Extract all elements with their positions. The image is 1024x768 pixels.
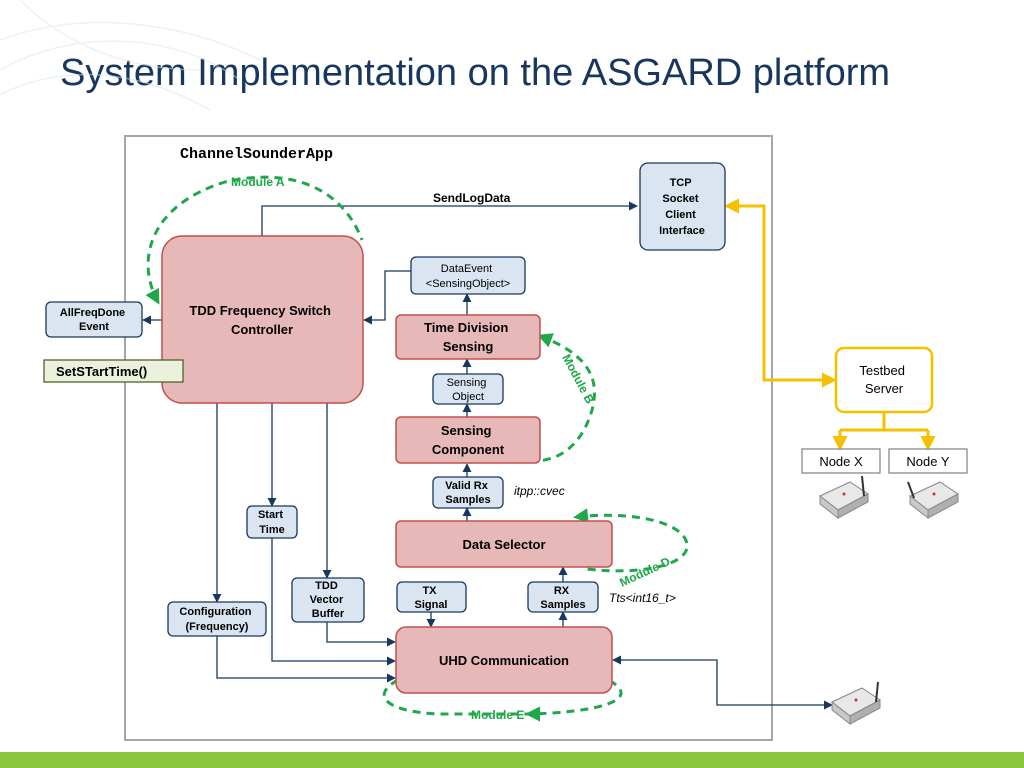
data-selector-block: Data Selector	[395, 520, 613, 568]
configuration-box: Configuration (Frequency)	[167, 601, 267, 637]
radio-node-y-icon	[907, 481, 959, 520]
tcp-line2: Socket	[662, 193, 698, 205]
connectors	[142, 201, 833, 710]
tcp-line3: Client	[665, 209, 696, 221]
configuration-line2: (Frequency)	[186, 621, 249, 633]
svg-text:Configuration (Frequen: Configuration (Frequency)	[179, 606, 254, 633]
data-event-line1: DataEvent	[441, 263, 492, 275]
app-label: ChannelSounderApp	[180, 146, 333, 163]
sc-line2: Component	[432, 442, 505, 457]
allfreqdone-event-box: AllFreqDone Event	[45, 301, 143, 338]
node-x-label: Node X	[819, 454, 863, 469]
start-time-line1: Start	[258, 509, 283, 521]
uhd-communication-label: UHD Communication	[439, 653, 569, 668]
node-x-box: Node X	[801, 448, 881, 474]
tdd-controller-line2: Controller	[231, 322, 293, 337]
tx-signal-box: TX Signal	[396, 581, 467, 613]
data-event-line2: <SensingObject>	[426, 278, 510, 290]
rx-samples-box: RX Samples	[527, 581, 599, 613]
svg-text:DataEvent <SensingObje: DataEvent <SensingObject>	[426, 263, 510, 290]
testbed-links	[724, 198, 936, 451]
setstarttime-label: SetSTartTime()	[56, 364, 147, 379]
configuration-line1: Configuration	[179, 606, 251, 618]
tx-signal-line1: TX	[422, 585, 437, 597]
allfreqdone-line2: Event	[79, 321, 109, 333]
svg-text:TX Signal: TX Signal	[414, 585, 447, 611]
node-y-label: Node Y	[906, 454, 949, 469]
module-loops	[145, 175, 689, 722]
time-division-sensing-block: Time Division Sensing	[395, 314, 541, 360]
decorative-swirl	[0, 0, 261, 111]
svg-text:Sensing Object: Sensing Object	[447, 377, 490, 403]
svg-text:AllFreqDone Event: AllFreqDone Event	[60, 307, 128, 333]
testbed-line1: Testbed	[859, 363, 905, 378]
itpp-cvec-label: itpp::cvec	[514, 484, 565, 498]
tds-line2: Sensing	[443, 339, 494, 354]
tds-line1: Time Division	[424, 320, 508, 335]
start-time-box: Start Time	[246, 505, 298, 539]
tts-int16-label: Tts<int16_t>	[609, 591, 676, 605]
svg-text:Start Time: Start Time	[258, 509, 286, 536]
tx-signal-line2: Signal	[414, 599, 447, 611]
valid-rx-samples-box: Valid Rx Samples	[432, 476, 504, 509]
radio-node-x-icon	[819, 475, 869, 520]
testbed-server-box: Testbed Server	[834, 346, 934, 414]
start-time-line2: Time	[259, 524, 284, 536]
svg-text:TCP Socket Cli: TCP Socket Client Interface	[659, 177, 705, 237]
svg-text:Valid Rx Samples: Valid Rx Samples	[445, 480, 491, 506]
module-b-loop	[535, 333, 596, 463]
tdd-controller-line1: TDD Frequency Switch	[189, 303, 331, 318]
valid-rx-line2: Samples	[445, 494, 490, 506]
tcp-interface-box: TCP Socket Client Interface	[639, 162, 726, 251]
allfreqdone-line1: AllFreqDone	[60, 307, 125, 319]
sensing-object-box: Sensing Object	[432, 373, 504, 405]
svg-text:Testbed Server: Testbed Server	[859, 363, 908, 396]
tdd-vector-buffer-box: TDD Vector Buffer	[291, 577, 365, 623]
valid-rx-line1: Valid Rx	[445, 480, 489, 492]
tdd-controller-block: TDD Frequency Switch Controller	[161, 235, 364, 404]
rx-samples-line1: RX	[554, 585, 570, 597]
svg-text:Time Division Sensing: Time Division Sensing	[424, 320, 512, 354]
testbed-line2: Server	[865, 381, 904, 396]
data-selector-label: Data Selector	[462, 537, 545, 552]
setstarttime-box: SetSTartTime()	[43, 359, 184, 383]
svg-text:RX Samples: RX Samples	[540, 585, 585, 611]
uhd-communication-block: UHD Communication	[395, 626, 613, 694]
sensing-component-block: Sensing Component	[395, 416, 541, 464]
svg-text:Sensing Component: Sensing Component	[432, 423, 505, 457]
send-log-data-label: SendLogData	[433, 191, 511, 205]
module-a-label: Module A	[231, 175, 285, 189]
tcp-line1: TCP	[670, 177, 692, 189]
tcp-line4: Interface	[659, 225, 705, 237]
tdd-vector-line1: TDD	[315, 580, 338, 592]
tdd-vector-line3: Buffer	[312, 608, 345, 620]
rx-samples-line2: Samples	[540, 599, 585, 611]
module-a-loop	[145, 175, 364, 305]
sc-line1: Sensing	[441, 423, 492, 438]
sensing-object-line2: Object	[452, 391, 484, 403]
node-y-box: Node Y	[888, 448, 968, 474]
module-e-label: Module E	[471, 708, 524, 722]
data-event-box: DataEvent <SensingObject>	[410, 256, 526, 295]
radio-device-icon	[831, 681, 881, 726]
tdd-vector-line2: Vector	[310, 594, 344, 606]
slide-title: System Implementation on the ASGARD plat…	[60, 52, 891, 94]
bottom-accent-bar	[0, 752, 1024, 768]
sensing-object-line1: Sensing	[447, 377, 487, 389]
svg-text:TDD Frequency Switch C: TDD Frequency Switch Controller	[189, 303, 334, 337]
svg-text:TDD Vector Buf: TDD Vector Buffer	[310, 580, 347, 620]
module-d-loop	[573, 508, 689, 573]
